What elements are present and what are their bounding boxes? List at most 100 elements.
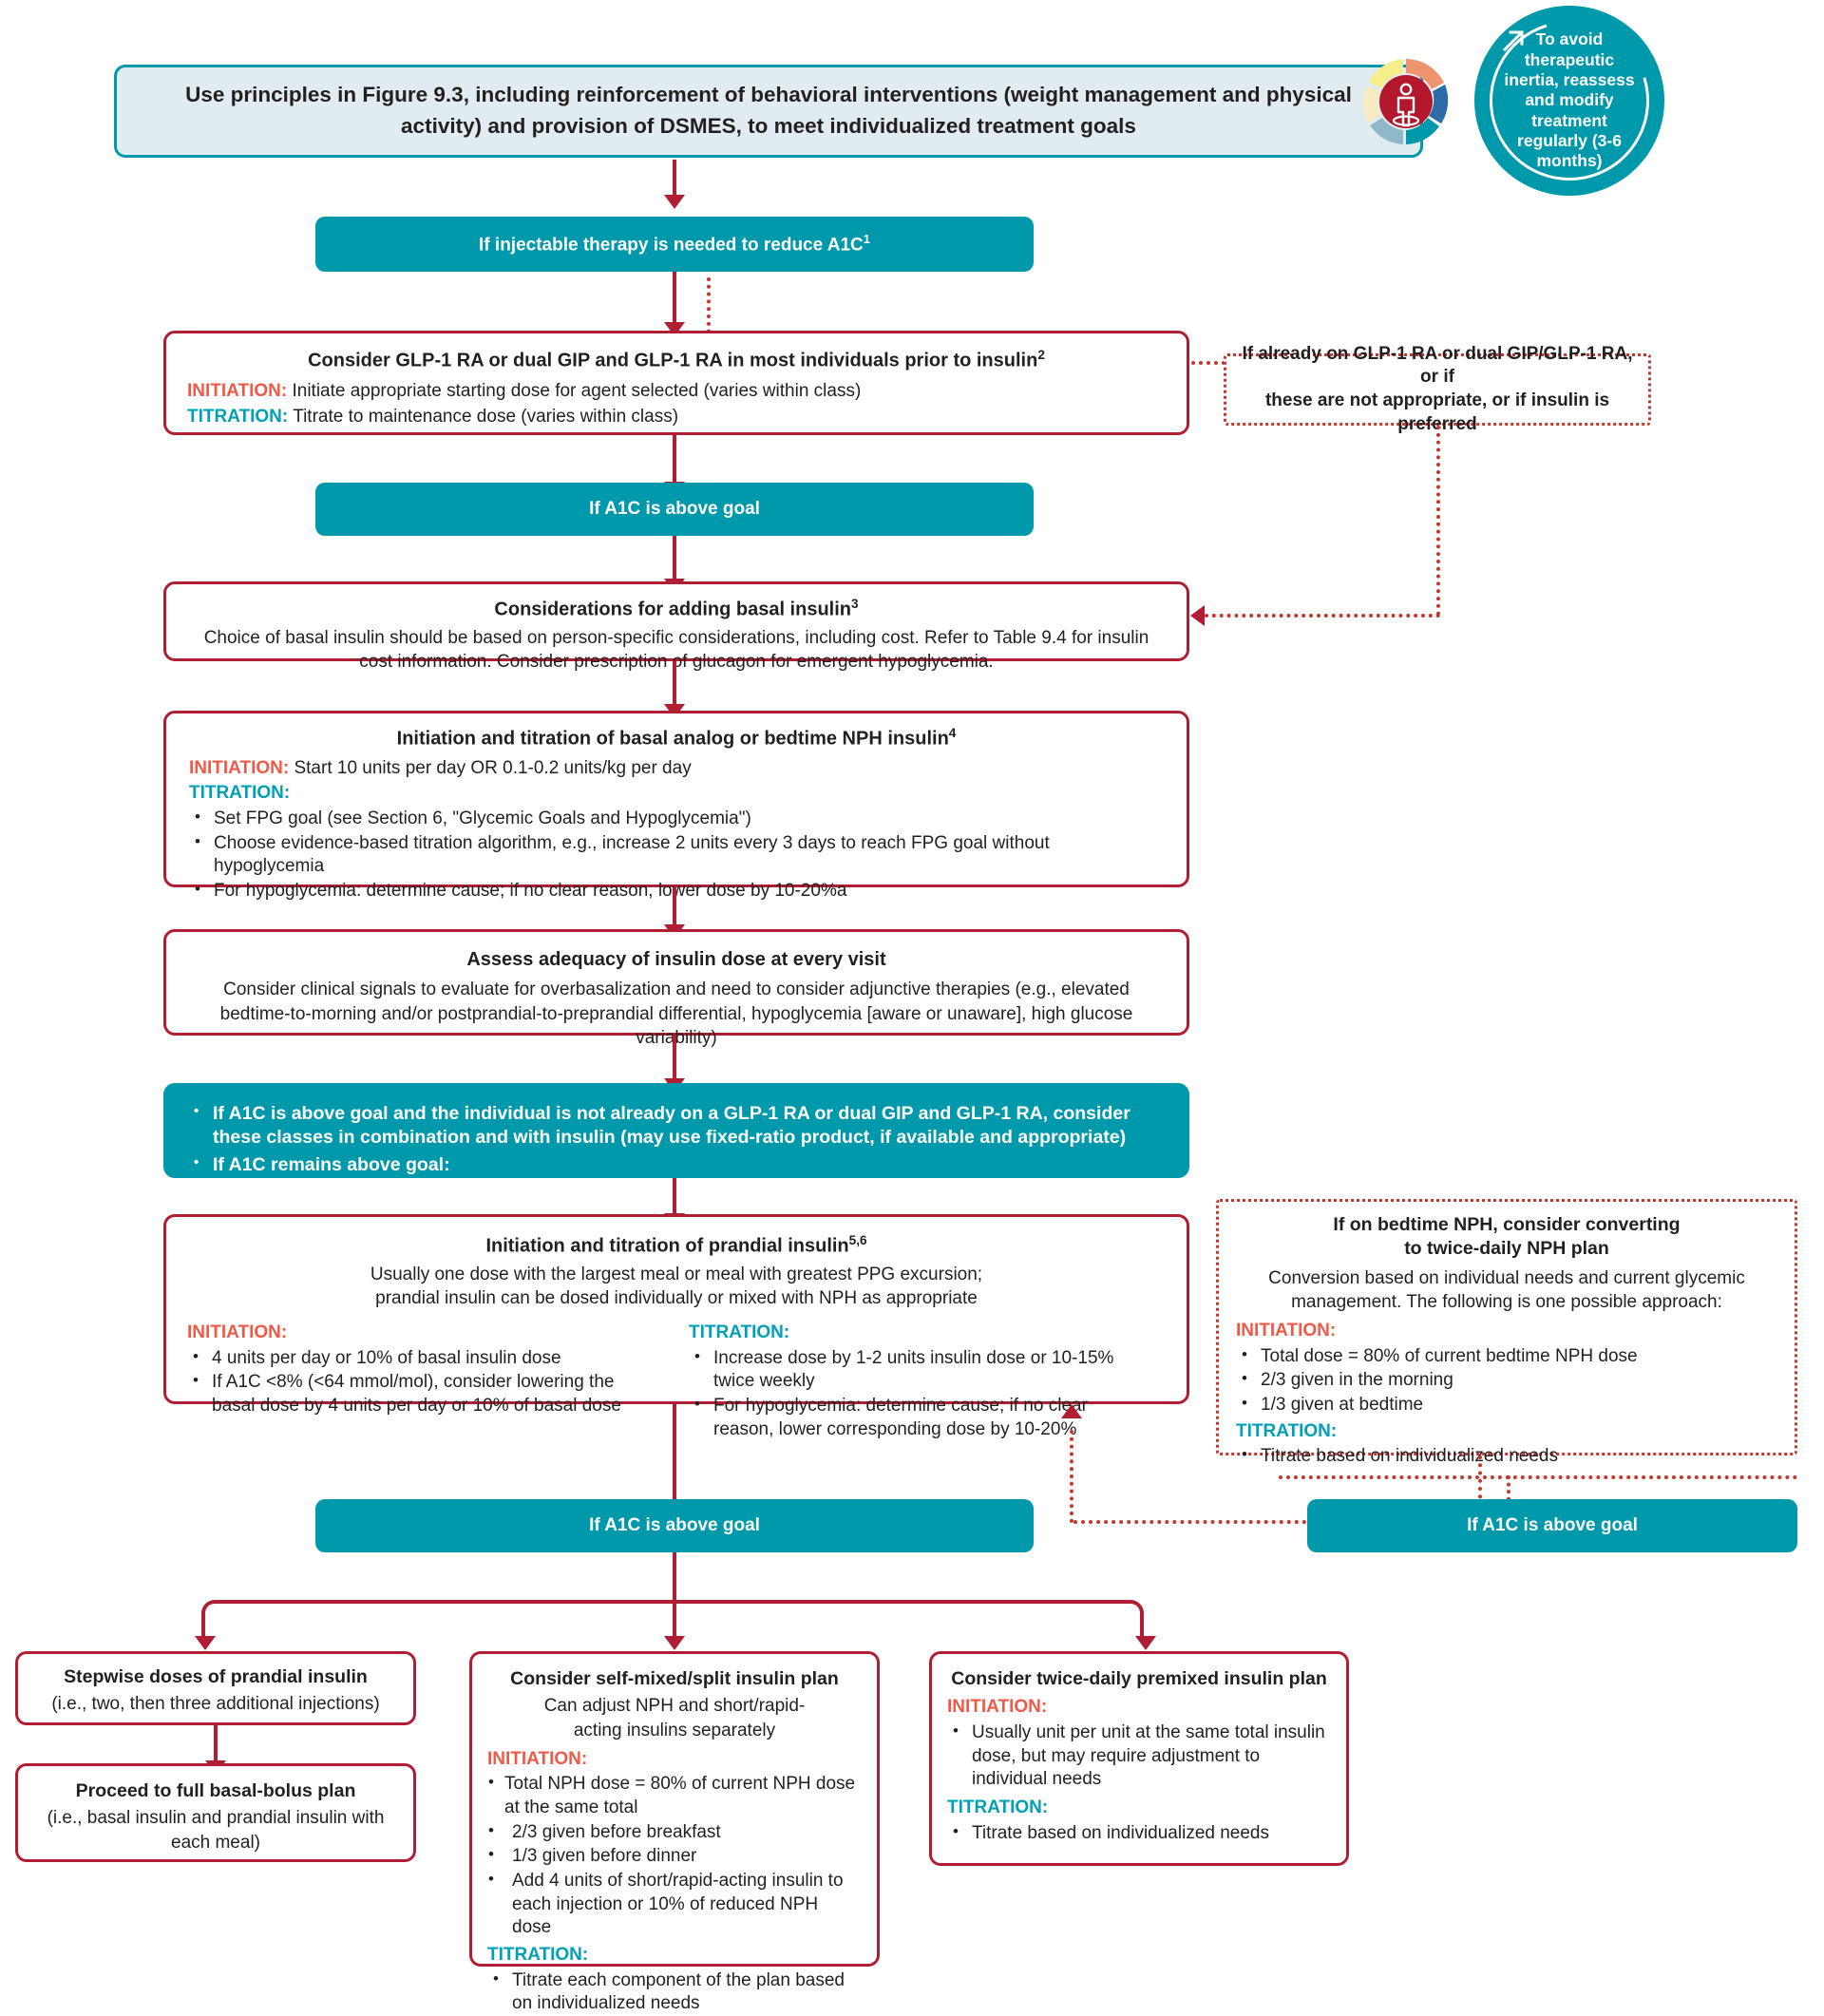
self-mixed-initiation-list: Total NPH dose = 80% of current NPH dose… (487, 1772, 862, 1940)
node-stepwise-prandial: Stepwise doses of prandial insulin (i.e.… (15, 1651, 416, 1725)
already-on-line2: these are not appropriate, or if insulin… (1264, 390, 1610, 434)
self-mixed-subtitle-line1: Can adjust NPH and short/rapid- (543, 1696, 806, 1717)
glp1-initiation-text: Initiate appropriate starting dose for a… (292, 380, 862, 401)
assess-title: Assess adequacy of insulin dose at every… (466, 949, 886, 970)
arrowhead (664, 1636, 685, 1650)
self-mixed-initiation-label: INITIATION: (487, 1748, 588, 1769)
prandial-title: Initiation and titration of prandial ins… (485, 1235, 849, 1257)
list-item: For hypoglycemia: determine cause; if no… (195, 879, 1164, 903)
self-mixed-titration-label: TITRATION: (487, 1945, 589, 1966)
connector-header-to-injectable (673, 160, 676, 200)
dotted-connector-right-to-prandial (1074, 1520, 1482, 1524)
connector-glp1-to-a1c1 (673, 435, 676, 486)
stepwise-title: Stepwise doses of prandial insulin (64, 1666, 368, 1687)
basal-titration-initiation-label: INITIATION: (189, 757, 290, 778)
arrowhead (195, 1636, 216, 1650)
bedtime-nph-initiation-list: Total dose = 80% of current bedtime NPH … (1236, 1344, 1777, 1417)
list-item: Total dose = 80% of current bedtime NPH … (1242, 1344, 1777, 1369)
glp1-title-superscript: 2 (1037, 348, 1045, 362)
bedtime-nph-title-line1: If on bedtime NPH, consider converting (1333, 1214, 1681, 1235)
connector-a1c2-down (673, 1552, 676, 1602)
node-a1c-above-goal-1: If A1C is above goal (315, 483, 1034, 536)
connector-combo-to-prandial (673, 1178, 676, 1218)
prandial-initiation-label: INITIATION: (187, 1322, 288, 1342)
list-item: 4 units per day or 10% of basal insulin … (193, 1346, 662, 1371)
connector-basal-to-titration (673, 661, 676, 709)
prandial-subtitle-line1: Usually one dose with the largest meal o… (370, 1264, 983, 1284)
node-glp1-ra: Consider GLP-1 RA or dual GIP and GLP-1 … (163, 331, 1189, 435)
list-item: Set FPG goal (see Section 6, "Glycemic G… (195, 807, 1164, 831)
glp1-initiation-label: INITIATION: (187, 380, 288, 401)
assess-body: Consider clinical signals to evaluate fo… (219, 979, 1133, 1049)
self-mixed-titration-list: Titrate each component of the plan based… (487, 1968, 862, 2016)
list-item: 2/3 given in the morning (1242, 1368, 1777, 1393)
node-basal-titration: Initiation and titration of basal analog… (163, 711, 1189, 901)
header-text: Use principles in Figure 9.3, including … (185, 83, 1352, 138)
connector-assess-to-combo (673, 1036, 676, 1083)
list-item: Titrate each component of the plan based… (493, 1968, 862, 2016)
connector-basal-titration-to-assess (673, 887, 676, 929)
bedtime-nph-titration-label: TITRATION: (1236, 1420, 1338, 1441)
basal-titration-initiation-text: Start 10 units per day OR 0.1-0.2 units/… (294, 757, 692, 778)
list-item: If A1C <8% (<64 mmol/mol), consider lowe… (193, 1370, 662, 1417)
prandial-initiation-list: 4 units per day or 10% of basal insulin … (187, 1346, 662, 1418)
a1c-above-1-text: If A1C is above goal (589, 499, 760, 519)
self-mixed-title: Consider self-mixed/split insulin plan (510, 1668, 839, 1689)
basal-considerations-title: Considerations for adding basal insulin (494, 599, 852, 620)
list-item: Titrate based on individualized needs (1242, 1444, 1777, 1469)
bedtime-nph-titration-list: Titrate based on individualized needs (1236, 1444, 1777, 1469)
list-item: If A1C is above goal and the individual … (194, 1102, 1165, 1151)
connector-prandial-to-a1c2 (673, 1404, 676, 1520)
prandial-titration-list: Increase dose by 1-2 units insulin dose … (689, 1346, 1145, 1442)
list-item: Increase dose by 1-2 units insulin dose … (694, 1346, 1145, 1394)
prandial-subtitle-line2: prandial insulin can be dosed individual… (375, 1288, 978, 1309)
premixed-initiation-label: INITIATION: (947, 1697, 1048, 1718)
basal-titration-titration-label: TITRATION: (189, 783, 291, 804)
glp1-title: Consider GLP-1 RA or dual GIP and GLP-1 … (308, 350, 1038, 371)
a1c-above-2-text: If A1C is above goal (589, 1515, 760, 1535)
header-principles-box: Use principles in Figure 9.3, including … (114, 65, 1423, 158)
node-premixed-insulin: Consider twice-daily premixed insulin pl… (929, 1651, 1349, 1866)
list-item: Total NPH dose = 80% of current NPH dose… (488, 1772, 862, 1819)
list-item: 2/3 given before breakfast (488, 1820, 862, 1845)
node-a1c-above-goal-2: If A1C is above goal (315, 1499, 1034, 1552)
dotted-connector-prandial-up (1070, 1430, 1074, 1523)
list-item: Choose evidence-based titration algorith… (195, 831, 1164, 879)
combo-list: If A1C is above goal and the individual … (188, 1102, 1165, 1177)
premixed-titration-list: Titrate based on individualized needs (947, 1821, 1331, 1846)
bedtime-nph-title-line2: to twice-daily NPH plan (1404, 1238, 1609, 1260)
bedtime-nph-body: Conversion based on individual needs and… (1268, 1267, 1745, 1313)
connector-branch-center (673, 1602, 676, 1642)
dotted-connector-to-basal (1205, 614, 1440, 618)
dotted-connector-nph-to-a1c3 (1507, 1475, 1510, 1515)
dotted-connector-alreadyon-down (1436, 426, 1440, 616)
arrow-up-right-icon (1502, 29, 1525, 52)
basal-considerations-superscript: 3 (851, 597, 859, 611)
bedtime-nph-initiation-label: INITIATION: (1236, 1320, 1337, 1341)
dotted-connector-injectable-branch (707, 277, 711, 363)
list-item: Titrate based on individualized needs (953, 1821, 1331, 1846)
node-basal-bolus: Proceed to full basal-bolus plan (i.e., … (15, 1763, 416, 1862)
node-assess-adequacy: Assess adequacy of insulin dose at every… (163, 929, 1189, 1048)
node-combination-therapy: If A1C is above goal and the individual … (163, 1083, 1189, 1178)
node-bedtime-nph-conversion: If on bedtime NPH, consider converting t… (1216, 1199, 1797, 1466)
basal-considerations-body: Choice of basal insulin should be based … (203, 627, 1150, 673)
injectable-superscript: 1 (863, 232, 870, 247)
prandial-titration-label: TITRATION: (689, 1322, 790, 1342)
injectable-text: If injectable therapy is needed to reduc… (479, 235, 864, 256)
list-item: Usually unit per unit at the same total … (953, 1721, 1331, 1792)
arrowhead (1061, 1404, 1082, 1418)
premixed-title: Consider twice-daily premixed insulin pl… (951, 1668, 1327, 1689)
basal-bolus-title: Proceed to full basal-bolus plan (75, 1780, 356, 1801)
prandial-superscript: 5,6 (848, 1233, 867, 1247)
arrowhead (1190, 605, 1205, 626)
basal-titration-superscript: 4 (948, 726, 957, 740)
premixed-initiation-list: Usually unit per unit at the same total … (947, 1721, 1331, 1792)
stepwise-body: (i.e., two, then three additional inject… (51, 1694, 380, 1715)
node-injectable-therapy: If injectable therapy is needed to reduc… (315, 217, 1034, 272)
connector-a1c1-to-basal (673, 536, 676, 583)
self-mixed-subtitle-line2: acting insulins separately (573, 1720, 776, 1740)
already-on-line1: If already on GLP-1 RA or dual GIP/GLP-1… (1242, 343, 1633, 388)
list-item: 1/3 given at bedtime (1242, 1393, 1777, 1417)
